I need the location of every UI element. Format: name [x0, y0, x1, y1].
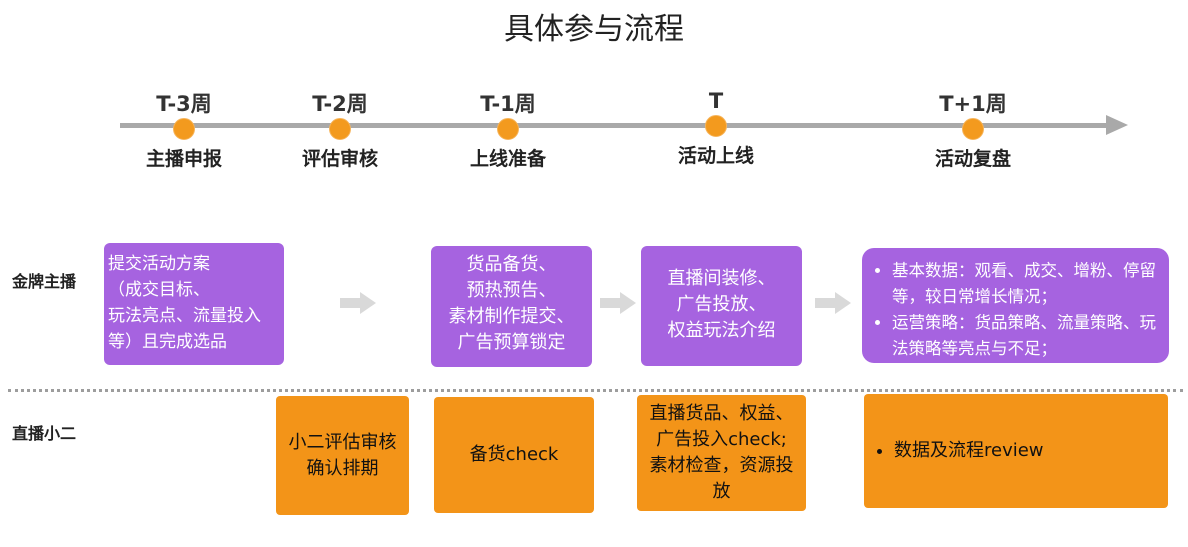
- staff-box-review: 小二评估审核 确认排期: [276, 396, 409, 515]
- stage-task: 主播申报: [145, 148, 222, 170]
- box-line: 权益玩法介绍: [667, 320, 776, 341]
- stage-label: T-3周: [156, 92, 212, 116]
- box-line: 素材制作提交、: [448, 306, 575, 327]
- stage-t-minus-3: T-3周 主播申报: [104, 90, 264, 171]
- stage-label: T-1周: [480, 92, 536, 116]
- bullet-list: 基本数据：观看、成交、增粉、停留等，较日常增长情况； 运营策略：货品策略、流量策…: [870, 258, 1161, 362]
- box-line: 预热预告、: [466, 280, 557, 301]
- stage-label: T-2周: [312, 92, 368, 116]
- stage-label: T: [708, 89, 724, 113]
- flow-arrow-icon: [340, 292, 376, 314]
- box-line: 放: [712, 481, 731, 502]
- row-divider: [8, 389, 1183, 392]
- page-title: 具体参与流程: [504, 12, 684, 47]
- stage-task: 评估审核: [301, 148, 378, 170]
- box-line: 小二评估审核: [288, 431, 397, 453]
- stage-t-minus-2: T-2周 评估审核: [260, 90, 420, 171]
- stage-t-minus-1: T-1周 上线准备: [428, 90, 588, 171]
- stage-dot: [962, 118, 984, 140]
- box-line: 确认排期: [306, 457, 379, 479]
- box-line: 广告预算锁定: [457, 332, 566, 353]
- box-line: （成交目标、: [108, 280, 210, 300]
- stage-dot: [705, 115, 727, 137]
- box-line: 直播货品、权益、: [649, 403, 794, 424]
- timeline-line: [120, 123, 1110, 128]
- box-line: 提交活动方案: [108, 254, 210, 274]
- flow-arrow-icon: [600, 292, 636, 314]
- bullet-list: 数据及流程review: [872, 438, 1044, 464]
- stage-task: 活动复盘: [934, 148, 1011, 170]
- box-line: 货品备货、: [466, 254, 557, 275]
- box-line: 直播间装修、: [667, 268, 776, 289]
- box-line: 素材检查，资源投: [649, 455, 794, 476]
- stage-dot: [173, 118, 195, 140]
- anchor-box-submit: 提交活动方案 （成交目标、 玩法亮点、流量投入 等）且完成选品: [104, 243, 284, 365]
- bullet-item: 运营策略：货品策略、流量策略、玩法策略等亮点与不足；: [892, 310, 1161, 362]
- bullet-item: 数据及流程review: [894, 438, 1044, 464]
- row-label-anchor: 金牌主播: [12, 272, 77, 291]
- timeline-arrow-icon: [1106, 115, 1128, 135]
- stage-dot: [329, 118, 351, 140]
- flow-arrow-icon: [815, 292, 851, 314]
- stage-label: T+1周: [939, 92, 1007, 116]
- row-label-staff: 直播小二: [12, 424, 77, 443]
- box-line: 广告投入check;: [656, 429, 787, 450]
- box-line: 备货check: [469, 444, 559, 465]
- stage-task: 上线准备: [469, 148, 546, 170]
- anchor-box-launch: 直播间装修、 广告投放、 权益玩法介绍: [641, 246, 802, 366]
- box-line: 广告投放、: [676, 294, 767, 315]
- staff-box-launch-check: 直播货品、权益、 广告投入check; 素材检查，资源投 放: [637, 395, 806, 511]
- anchor-box-prepare: 货品备货、 预热预告、 素材制作提交、 广告预算锁定: [431, 246, 592, 367]
- staff-box-data-review: 数据及流程review: [864, 394, 1168, 508]
- staff-box-stock-check: 备货check: [434, 397, 594, 513]
- bullet-item: 基本数据：观看、成交、增粉、停留等，较日常增长情况；: [892, 258, 1161, 310]
- stage-task: 活动上线: [677, 145, 754, 167]
- box-line: 等）且完成选品: [108, 332, 227, 352]
- stage-t: T 活动上线: [636, 87, 796, 168]
- box-line: 玩法亮点、流量投入: [108, 306, 261, 326]
- stage-t-plus-1: T+1周 活动复盘: [893, 90, 1053, 171]
- anchor-box-review: 基本数据：观看、成交、增粉、停留等，较日常增长情况； 运营策略：货品策略、流量策…: [862, 248, 1169, 363]
- stage-dot: [497, 118, 519, 140]
